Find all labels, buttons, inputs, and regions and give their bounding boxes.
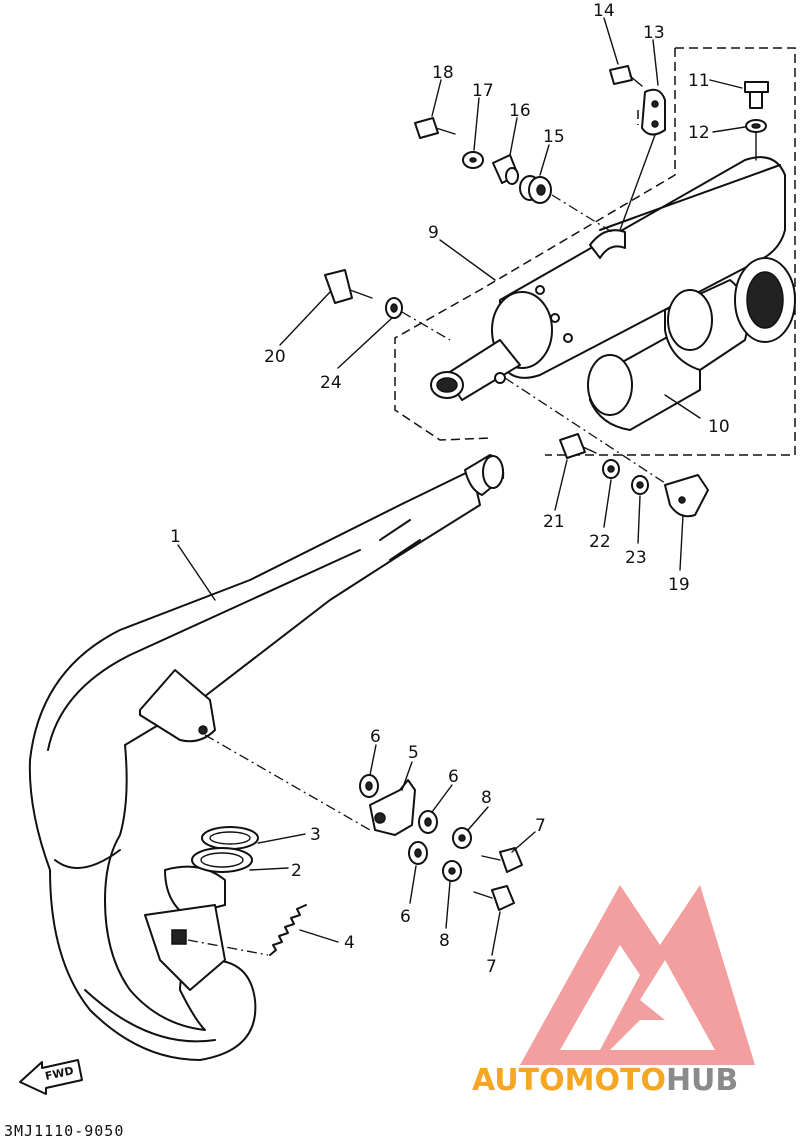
damper-6-top xyxy=(359,774,379,798)
callout-7-top: 7 xyxy=(535,816,546,836)
leader-lines xyxy=(177,17,746,956)
callout-9: 9 xyxy=(428,223,439,243)
collar-8-top xyxy=(452,827,472,849)
watermark-text: AUTOMOTOHUB xyxy=(472,1063,738,1098)
bracket-19 xyxy=(664,474,709,518)
callout-3: 3 xyxy=(310,825,321,845)
callout-labels: 1 2 3 4 5 6 6 6 7 7 8 8 9 10 11 12 13 14… xyxy=(170,1,730,977)
callout-1: 1 xyxy=(170,527,181,547)
grommet-15 xyxy=(519,175,613,233)
gasket-2 xyxy=(191,847,253,873)
gasket-3 xyxy=(201,826,259,850)
bracket-5 xyxy=(369,779,416,836)
callout-20: 20 xyxy=(264,347,286,367)
callout-6-middle: 6 xyxy=(448,767,459,787)
silencer-assembly-frame xyxy=(394,47,796,456)
callout-8-bottom: 8 xyxy=(439,931,450,951)
silencer-end-cap xyxy=(734,257,796,343)
diagram-code: 3MJ1110-9050 xyxy=(4,1122,124,1140)
svg-text:AUTOMOTOHUB: AUTOMOTOHUB xyxy=(472,1063,738,1098)
bolt-21 xyxy=(559,433,597,459)
callout-21: 21 xyxy=(543,512,565,532)
silencer xyxy=(430,156,786,401)
damper-6-bottom xyxy=(408,841,428,865)
washer-12 xyxy=(745,119,767,161)
washer-17 xyxy=(462,151,484,169)
callout-5: 5 xyxy=(408,743,419,763)
callout-11: 11 xyxy=(688,71,710,91)
collar-8-bottom xyxy=(442,860,462,882)
mount-axis-line xyxy=(504,377,669,486)
collar-16 xyxy=(492,154,519,185)
callout-10: 10 xyxy=(708,417,730,437)
callout-18: 18 xyxy=(432,63,454,83)
callout-13: 13 xyxy=(643,23,665,43)
bolt-20 xyxy=(324,269,373,304)
callout-2: 2 xyxy=(291,861,302,881)
callout-24: 24 xyxy=(320,373,342,393)
callout-17: 17 xyxy=(472,81,494,101)
callout-8-top: 8 xyxy=(481,788,492,808)
fwd-label: FWD xyxy=(44,1064,75,1083)
callout-6-bottom: 6 xyxy=(400,907,411,927)
bolt-7-top xyxy=(481,847,523,873)
callout-22: 22 xyxy=(589,532,611,552)
bolt-11 xyxy=(744,81,769,109)
gasket-24 xyxy=(385,297,451,341)
bracket-13 xyxy=(619,88,666,231)
callout-16: 16 xyxy=(509,101,531,121)
bolt-18 xyxy=(414,117,456,139)
callout-6-top: 6 xyxy=(370,727,381,747)
washer-23 xyxy=(631,475,649,495)
bolt-14 xyxy=(609,65,643,87)
watermark-logo xyxy=(520,885,755,1065)
spring-4 xyxy=(187,904,307,956)
callout-4: 4 xyxy=(344,933,355,953)
watermark-brand-part1: AUTOMOTO xyxy=(472,1063,666,1098)
callout-14: 14 xyxy=(593,1,615,21)
damper-6-middle xyxy=(418,810,438,834)
bolt-7-bottom xyxy=(473,885,515,911)
callout-15: 15 xyxy=(543,127,565,147)
callout-19: 19 xyxy=(668,575,690,595)
expansion-chamber xyxy=(28,454,505,1061)
forward-direction-arrow: FWD xyxy=(19,1059,83,1095)
callout-23: 23 xyxy=(625,548,647,568)
watermark-brand-part2: HUB xyxy=(666,1063,738,1098)
silencer-packing xyxy=(587,279,749,431)
washer-22 xyxy=(602,459,620,479)
callout-12: 12 xyxy=(688,123,710,143)
callout-7-bottom: 7 xyxy=(486,957,497,977)
